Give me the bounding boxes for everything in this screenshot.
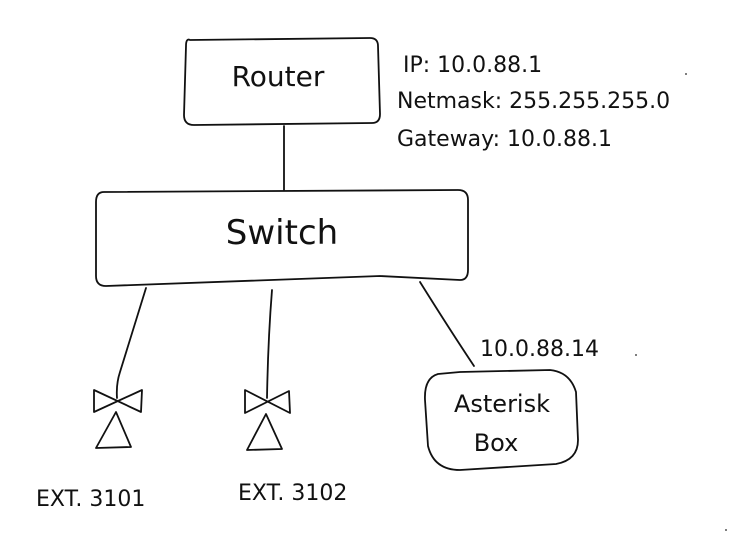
phone1-node: EXT. 3101	[36, 389, 145, 512]
router-netmask-text: Netmask: 255.255.255.0	[397, 89, 670, 114]
phone2-label: EXT. 3102	[238, 481, 347, 506]
phone2-node: EXT. 3102	[238, 389, 347, 506]
phone1-label: EXT. 3101	[36, 487, 145, 512]
phone2-icon	[244, 389, 291, 451]
phone1-icon	[93, 389, 143, 449]
asterisk-ip-text: 10.0.88.14	[480, 337, 599, 362]
scan-specks	[635, 73, 727, 531]
asterisk-label-line1: Asterisk	[454, 390, 550, 418]
switch-label: Switch	[226, 213, 338, 253]
router-label: Router	[232, 60, 325, 93]
switch-asterisk-link	[419, 281, 475, 367]
asterisk-node: Asterisk Box 10.0.88.14	[424, 337, 599, 471]
switch-box	[95, 189, 469, 287]
router-gateway-text: Gateway: 10.0.88.1	[397, 127, 612, 152]
asterisk-label-line2: Box	[474, 429, 519, 457]
router-config: IP: 10.0.88.1 Netmask: 255.255.255.0 Gat…	[397, 53, 670, 152]
switch-phone2-link	[266, 289, 273, 399]
asterisk-box	[424, 369, 579, 471]
router-box	[183, 37, 381, 126]
switch-phone1-link	[115, 287, 147, 399]
switch-node: Switch	[95, 189, 469, 287]
router-node: Router	[183, 37, 381, 126]
router-ip-text: IP: 10.0.88.1	[403, 53, 542, 78]
